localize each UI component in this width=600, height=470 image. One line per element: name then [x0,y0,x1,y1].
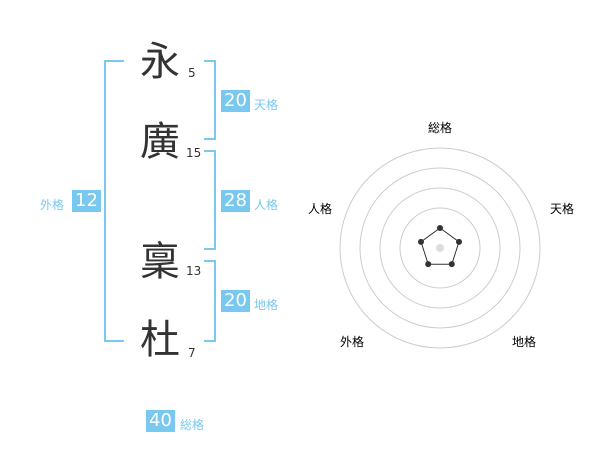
radar-axis-tenkaku: 天格 [550,201,574,216]
jinkaku-bracket [204,150,216,250]
gaikaku-bracket [104,60,124,342]
radar-ring [339,147,541,349]
radar-axis-gaikaku: 外格 [340,334,364,349]
radar-ring [399,207,481,289]
radar-point [456,238,463,245]
name-char-2: 廣 [140,119,180,165]
stroke-count-2: 15 [186,146,202,160]
jinkaku-label: 人格 [254,198,279,212]
radar-point [437,225,443,231]
name-char-1: 永 [140,39,180,85]
stroke-count-4: 7 [188,346,196,360]
radar-ring [379,187,501,309]
radar-point [425,261,432,268]
radar-point [417,238,424,245]
radar-center-dot [436,244,444,252]
radar-rings [339,147,541,349]
stroke-count-3: 13 [186,264,202,278]
radar-point [448,261,455,268]
radar-chart: 総格 天格 地格 外格 人格 [308,120,574,349]
radar-axis-soukaku: 総格 [428,120,452,135]
soukaku-label: 総格 [180,418,205,432]
name-char-3: 稟 [140,239,180,285]
radar-axis-jinkaku: 人格 [308,201,332,216]
jinkaku-value: 28 [221,190,250,212]
tenkaku-label: 天格 [254,98,279,112]
radar-points [417,225,463,268]
chikaku-bracket [204,260,216,342]
radar-ring [359,167,521,329]
soukaku-value: 40 [146,410,175,432]
name-char-4: 杜 [140,317,180,363]
gaikaku-value: 12 [72,190,101,212]
radar-axis-chikaku: 地格 [512,334,536,349]
tenkaku-bracket [204,60,216,140]
tenkaku-value: 20 [221,90,250,112]
chikaku-label: 地格 [254,298,279,312]
chikaku-value: 20 [221,290,250,312]
stroke-count-1: 5 [188,66,196,80]
gaikaku-label: 外格 [40,198,65,212]
radar-polygon [420,227,460,265]
